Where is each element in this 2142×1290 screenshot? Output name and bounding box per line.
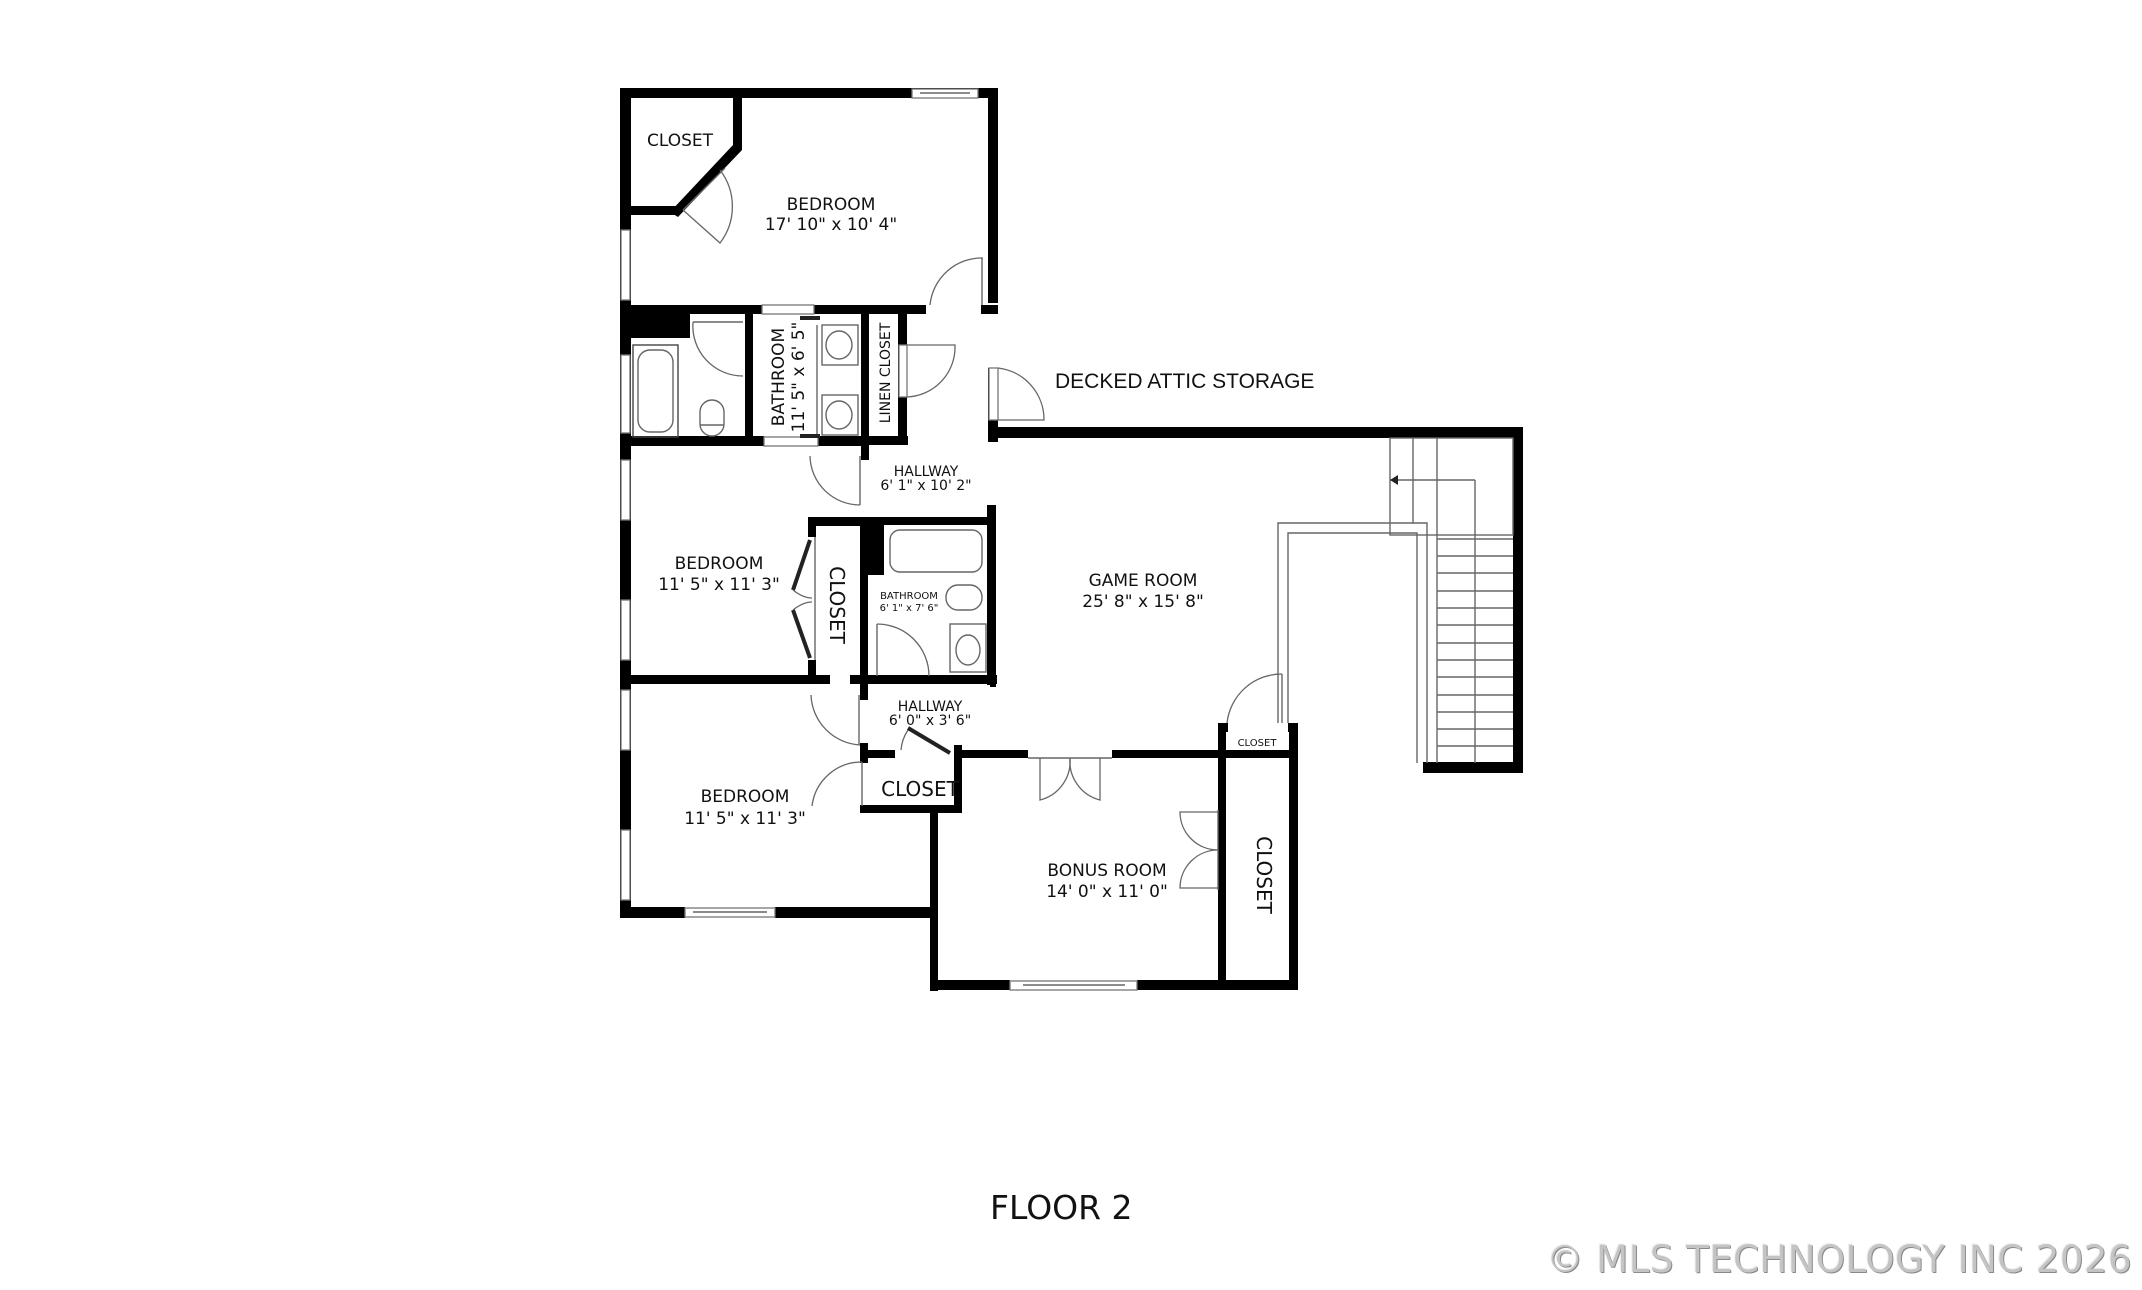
closet-hall-label: CLOSET <box>881 777 959 801</box>
linen-closet-label: LINEN CLOSET <box>878 322 894 423</box>
fixtures <box>632 316 1514 763</box>
closet-bonus-label: CLOSET <box>1252 836 1276 914</box>
closet-stair-label: CLOSET <box>1238 738 1278 749</box>
bedroom-low-dims: 11' 5" x 11' 3" <box>684 809 806 829</box>
closet-mid-label: CLOSET <box>825 566 849 644</box>
decked-attic-storage-label: DECKED ATTIC STORAGE <box>1055 370 1314 393</box>
bedroom-mid-name: BEDROOM <box>675 554 764 574</box>
bedroom-low-name: BEDROOM <box>701 787 790 807</box>
copyright-watermark: © MLS TECHNOLOGY INC 2026 <box>1546 1238 2132 1281</box>
bathroom-main-name: BATHROOM <box>769 328 789 426</box>
walls <box>620 88 1523 991</box>
windows <box>620 88 1138 991</box>
game-room-name: GAME ROOM <box>1089 571 1198 591</box>
floor-title: FLOOR 2 <box>990 1188 1133 1227</box>
doors <box>682 167 1283 890</box>
hallway-lower-name: HALLWAY <box>898 699 963 715</box>
bonus-room-name: BONUS ROOM <box>1047 861 1166 881</box>
closet-top-label: CLOSET <box>647 131 714 151</box>
hallway-lower-dims: 6' 0" x 3' 6" <box>889 713 971 729</box>
room-labels: CLOSET BEDROOM 17' 10" x 10' 4" BATHROOM… <box>647 131 1314 915</box>
bathroom-small-dims: 6' 1" x 7' 6" <box>880 603 939 614</box>
hallway-upper-name: HALLWAY <box>894 464 959 480</box>
bedroom-top-name: BEDROOM <box>787 195 876 215</box>
stair-treads <box>1437 538 1513 747</box>
game-room-dims: 25' 8" x 15' 8" <box>1082 592 1204 612</box>
bathroom-main-dims: 11' 5" x 6' 5" <box>789 322 809 433</box>
bathroom-small-name: BATHROOM <box>880 591 938 602</box>
hallway-upper-dims: 6' 1" x 10' 2" <box>880 478 971 494</box>
bonus-room-dims: 14' 0" x 11' 0" <box>1046 882 1168 902</box>
bedroom-mid-dims: 11' 5" x 11' 3" <box>658 575 780 595</box>
bedroom-top-dims: 17' 10" x 10' 4" <box>765 215 897 235</box>
